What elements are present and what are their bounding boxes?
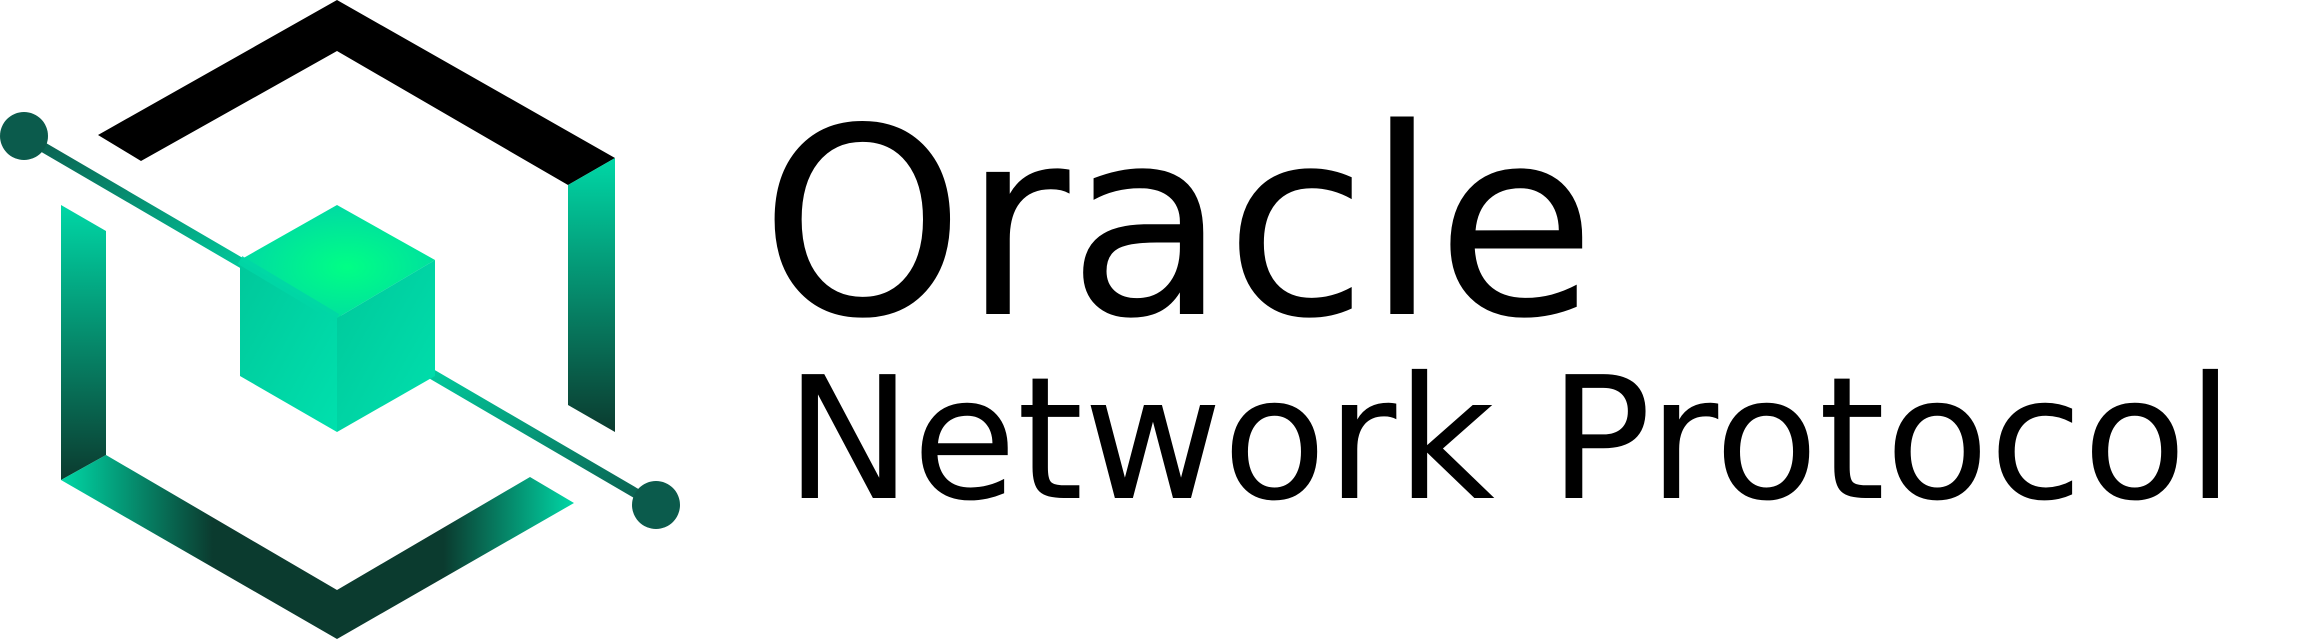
hex-right-edge (568, 158, 615, 432)
brand-subtitle: Network Protocol (785, 341, 2234, 539)
cube-top-face (240, 205, 435, 318)
brand-title: Oracle (760, 74, 1596, 376)
network-link-overlay (237, 256, 340, 322)
hex-left-edge (61, 205, 106, 480)
hexagonal-cube-network-icon (0, 0, 680, 639)
cube-left-face (240, 260, 337, 432)
hex-bottom-left-edge (61, 455, 337, 639)
node-left (0, 112, 48, 160)
hex-top-edge (98, 0, 615, 185)
node-right (632, 481, 680, 529)
cube-right-face (337, 260, 435, 432)
hex-bottom-right-edge (337, 477, 574, 639)
